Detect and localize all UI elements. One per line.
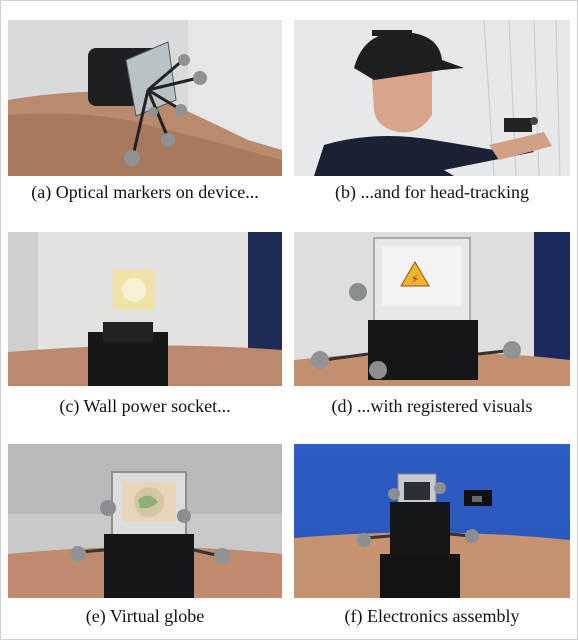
panel-c: (c) Wall power socket... [8,232,282,422]
photo-head-tracking [294,20,570,176]
panel-a: (a) Optical markers on device... [8,20,282,216]
caption-b: (b) ...and for head-tracking [335,182,529,202]
caption-a: (a) Optical markers on device... [31,182,259,202]
caption-e: (e) Virtual globe [85,606,205,626]
photo-wall-power-socket [8,232,282,386]
panel-b: (b) ...and for head-tracking [294,20,570,216]
panel-d: ⚡ (d) ...with registered visuals [294,232,570,422]
photo-virtual-globe [8,444,282,598]
caption-f: (f) Electronics assembly [344,606,520,626]
panel-e: (e) Virtual globe [8,444,282,634]
photo-optical-markers-device [8,20,282,176]
panel-f: (f) Electronics assembly [294,444,570,634]
photo-electronics-assembly [294,444,570,598]
svg-text:⚡: ⚡ [411,272,419,286]
caption-c: (c) Wall power socket... [59,396,231,416]
caption-d: (d) ...with registered visuals [331,396,533,416]
photo-registered-visuals: ⚡ [294,232,570,386]
